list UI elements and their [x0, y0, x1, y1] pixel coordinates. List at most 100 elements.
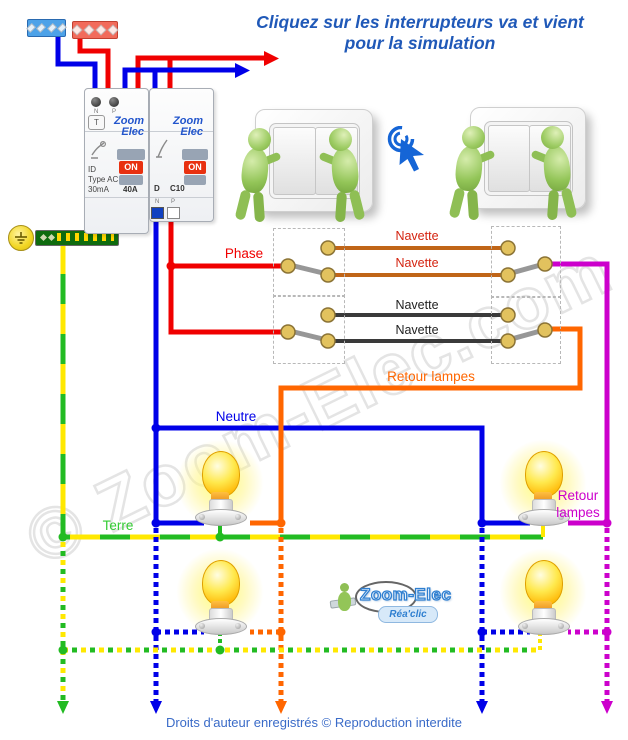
module-separator — [85, 197, 148, 198]
mascot-head — [248, 128, 271, 151]
logo-name: Zoom-Elec — [359, 584, 452, 604]
mascot-body — [329, 146, 361, 195]
zoom-elec-logo: Zoom-Elec Réa'clic — [329, 579, 472, 627]
rcd-lever[interactable] — [117, 149, 145, 160]
mascot-figure — [318, 126, 366, 224]
lamp-screw-icon — [235, 514, 241, 520]
mcb-n-label: N — [155, 199, 160, 205]
switch2-mechanism-top[interactable] — [491, 226, 561, 298]
lamp-neck — [534, 492, 552, 502]
switch1-mechanism-top[interactable] — [273, 228, 345, 297]
lamp-neck — [211, 601, 229, 611]
terminal-diamond-icon — [71, 24, 83, 36]
terminal-diamond-icon — [46, 22, 57, 34]
rcd-id-label: ID — [88, 165, 96, 174]
module-separator — [150, 197, 213, 198]
junction-earth-3 — [58, 645, 68, 655]
logo-mascot-head — [340, 583, 349, 592]
switch2-mechanism-bottom[interactable] — [491, 296, 561, 364]
rcd-test-button[interactable]: T — [88, 115, 105, 130]
brand-line1: Zoom — [173, 115, 203, 127]
lamp-screw-icon — [522, 514, 528, 520]
mcb-p-label: P — [171, 199, 176, 205]
earth-down-arrow-icon — [57, 701, 69, 714]
lamp-screw-icon — [558, 623, 564, 629]
switch2-bottom-common-terminal — [537, 322, 553, 338]
switch1-mechanism-bottom[interactable] — [273, 295, 345, 364]
rcd-type-label: Type AC — [88, 175, 119, 184]
junction-neutral-1 — [151, 423, 161, 433]
mascot-body — [239, 146, 271, 195]
mascot-leg — [466, 189, 480, 221]
switch2-navette3-terminal — [500, 307, 516, 323]
rcd-p-label: P — [112, 109, 117, 115]
mascot-leg — [334, 191, 348, 223]
brand-line2: Elec — [121, 126, 144, 138]
phase-supply-block — [71, 21, 119, 39]
switch-terminals — [280, 240, 553, 349]
return-wire-magenta — [547, 261, 610, 526]
switch1-top-common-terminal — [280, 258, 296, 274]
ground-glyph-icon — [15, 232, 27, 244]
lamp-4 — [498, 548, 588, 636]
mascot-leg — [252, 191, 266, 223]
junction-orange-1 — [276, 518, 286, 528]
terminal-diamond-icon — [26, 22, 37, 34]
switch2-rocker-left[interactable] — [488, 125, 530, 192]
neutral-supply-block — [26, 19, 67, 37]
navette-label-3: Navette — [395, 298, 439, 312]
mascot-leg — [546, 189, 560, 221]
copyright-text: Droits d'auteur enregistrés © Reproducti… — [165, 715, 463, 730]
mcb-phase-terminal — [167, 207, 180, 219]
navette-label-1: Navette — [395, 229, 439, 243]
switch1-navette4-terminal — [320, 333, 336, 349]
navette-label-4: Navette — [395, 323, 439, 337]
busbar-diamond-icon — [39, 233, 48, 242]
terminal-diamond-icon — [107, 24, 119, 36]
brand-line1: Zoom — [114, 115, 144, 127]
mascot-head — [541, 126, 564, 149]
lamp-2 — [498, 439, 588, 527]
terminal-screw-icon — [91, 97, 101, 107]
junction-neutral-5 — [477, 627, 487, 637]
phase-label: Phase — [224, 246, 264, 261]
logo-mascot-body — [338, 592, 351, 611]
mascot-leg — [560, 187, 578, 219]
phase-wire-switch1-bottom — [168, 266, 286, 335]
mcb-rating-label: C10 — [170, 184, 185, 193]
switch2-navette1-terminal — [500, 240, 516, 256]
lamp-glass — [525, 560, 563, 606]
rcd-lever-bottom[interactable] — [119, 175, 143, 185]
brand-line2: Elec — [180, 126, 203, 138]
retour-lampes-label: Retour lampes — [387, 369, 475, 384]
mascot-head — [462, 126, 485, 149]
junction-phase — [166, 261, 176, 271]
lamp-screw-icon — [522, 623, 528, 629]
rcd-brand: Zoom Elec — [114, 116, 144, 138]
phase-supply-wire — [77, 37, 111, 90]
lamp-screw-icon — [235, 623, 241, 629]
lamp-1 — [175, 439, 265, 527]
busbar-stripes — [57, 233, 114, 241]
mcb-lever-bottom[interactable] — [184, 175, 206, 185]
switch2-top-common-terminal — [537, 256, 553, 272]
lamp-glass — [202, 560, 240, 606]
page-title: Cliquez sur les interrupteurs va et vien… — [218, 12, 622, 54]
mascot-body — [453, 144, 485, 193]
switch1-navette3-terminal — [320, 307, 336, 323]
earth-busbar — [35, 230, 119, 246]
switch1-rocker-left[interactable] — [273, 127, 316, 195]
rcd-on-button[interactable]: ON — [119, 161, 143, 174]
rcd-sensitivity-label: 30mA — [88, 185, 109, 194]
mcb-lever[interactable] — [182, 149, 208, 160]
module-separator — [150, 131, 213, 132]
junction-earth-2 — [215, 532, 225, 542]
rcd-rating-label: 40A — [123, 185, 138, 194]
rcd-n-label: N — [94, 109, 99, 115]
terre-label: Terre — [102, 518, 134, 533]
mcb-on-button[interactable]: ON — [184, 161, 206, 174]
title-line1: Cliquez sur les interrupteurs va et vien… — [256, 12, 584, 32]
switch1-bottom-common-terminal — [280, 324, 296, 340]
mcb-symbol-icon — [156, 139, 168, 158]
